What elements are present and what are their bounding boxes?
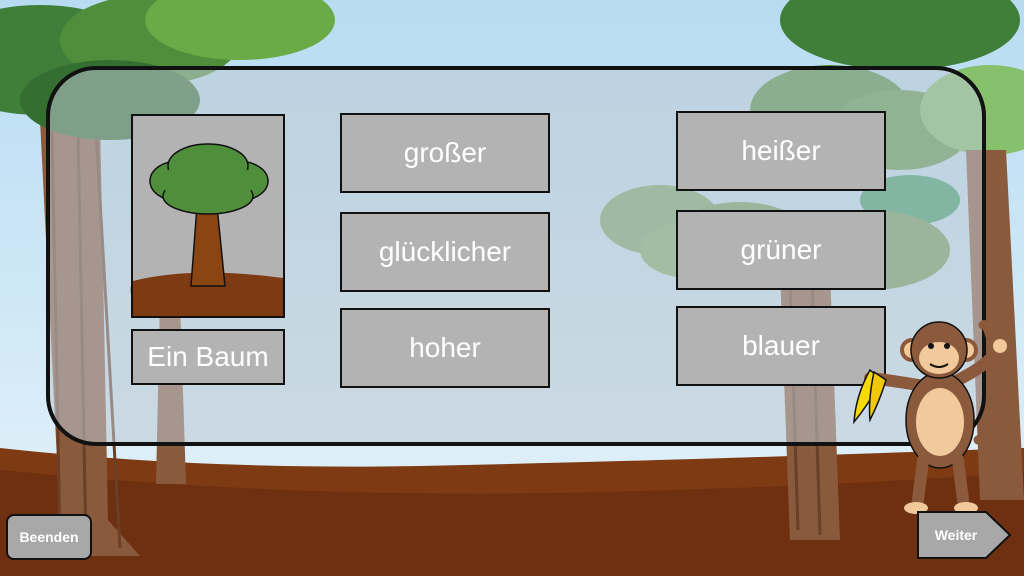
option-button-gruener[interactable]: grüner — [676, 210, 886, 290]
option-button-heisser[interactable]: heißer — [676, 111, 886, 191]
arrow-right-icon — [917, 511, 1012, 559]
picture-card — [131, 114, 285, 318]
option-button-gluecklicher[interactable]: glücklicher — [340, 212, 550, 292]
picture-caption: Ein Baum — [131, 329, 285, 385]
tree-icon — [133, 116, 283, 316]
option-button-grosser[interactable]: großer — [340, 113, 550, 193]
next-button-label: Weiter — [934, 527, 978, 543]
monkey-mascot-icon — [853, 320, 1007, 514]
quit-button[interactable]: Beenden — [6, 514, 92, 560]
option-button-hoher[interactable]: hoher — [340, 308, 550, 388]
next-button[interactable]: Weiter — [916, 510, 1012, 560]
option-button-blauer[interactable]: blauer — [676, 306, 886, 386]
